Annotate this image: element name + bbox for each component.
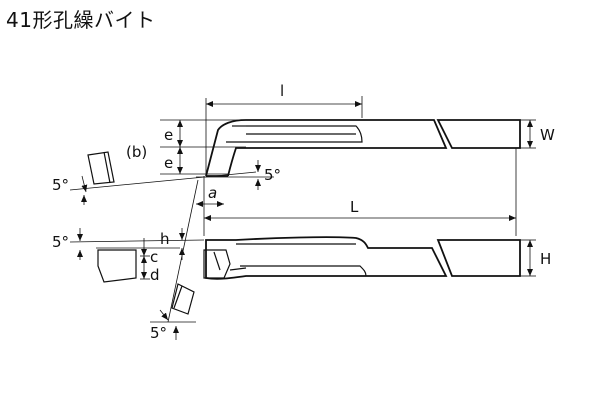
label-b: (b): [126, 143, 147, 161]
label-c: c: [150, 248, 158, 266]
label-angle-left-upper: 5°: [52, 176, 69, 194]
label-W: W: [540, 126, 555, 144]
top-view: [69, 96, 536, 205]
label-e-bottom: e: [164, 154, 173, 172]
label-l: l: [280, 82, 284, 100]
label-a: a: [208, 184, 217, 202]
label-angle-right-upper: 5°: [264, 166, 281, 184]
label-L: L: [350, 198, 359, 216]
label-H: H: [540, 250, 551, 268]
label-d: d: [150, 266, 160, 284]
label-e-top: e: [164, 126, 173, 144]
side-view: [69, 228, 536, 340]
label-angle-left-lower: 5°: [52, 233, 69, 251]
label-h: h: [160, 230, 170, 248]
label-angle-bottom: 5°: [150, 324, 167, 342]
diagram-title: 41形孔繰バイト: [6, 8, 156, 32]
